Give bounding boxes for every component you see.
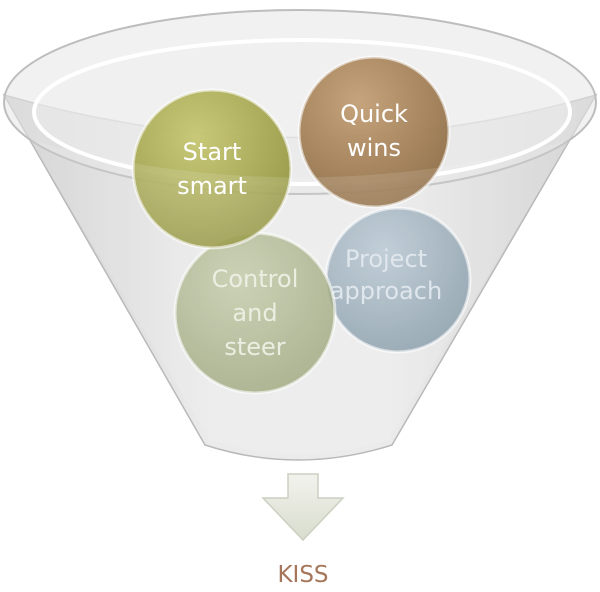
project-approach-label-line1: Project [345,245,427,273]
control-and-steer-label-line1: Control [212,265,299,293]
circle-start-smart: Start smart [131,88,293,250]
circle-project-approach: Project approach [324,206,472,354]
circle-control-and-steer: Control and steer [173,231,337,395]
start-smart-label-line2: smart [177,172,247,200]
circle-quick-wins: Quick wins [297,55,451,209]
quick-wins-label-line2: wins [347,134,401,162]
arrow-down-icon [261,473,345,542]
quick-wins-label-line1: Quick [340,100,408,128]
start-smart-label-line1: Start [183,138,242,166]
project-approach-label-line2: approach [330,277,442,305]
control-and-steer-label-line3: steer [224,333,285,361]
control-and-steer-label-line2: and [232,299,277,327]
result-label: KISS [277,562,328,588]
funnel-front-glass [30,140,570,454]
